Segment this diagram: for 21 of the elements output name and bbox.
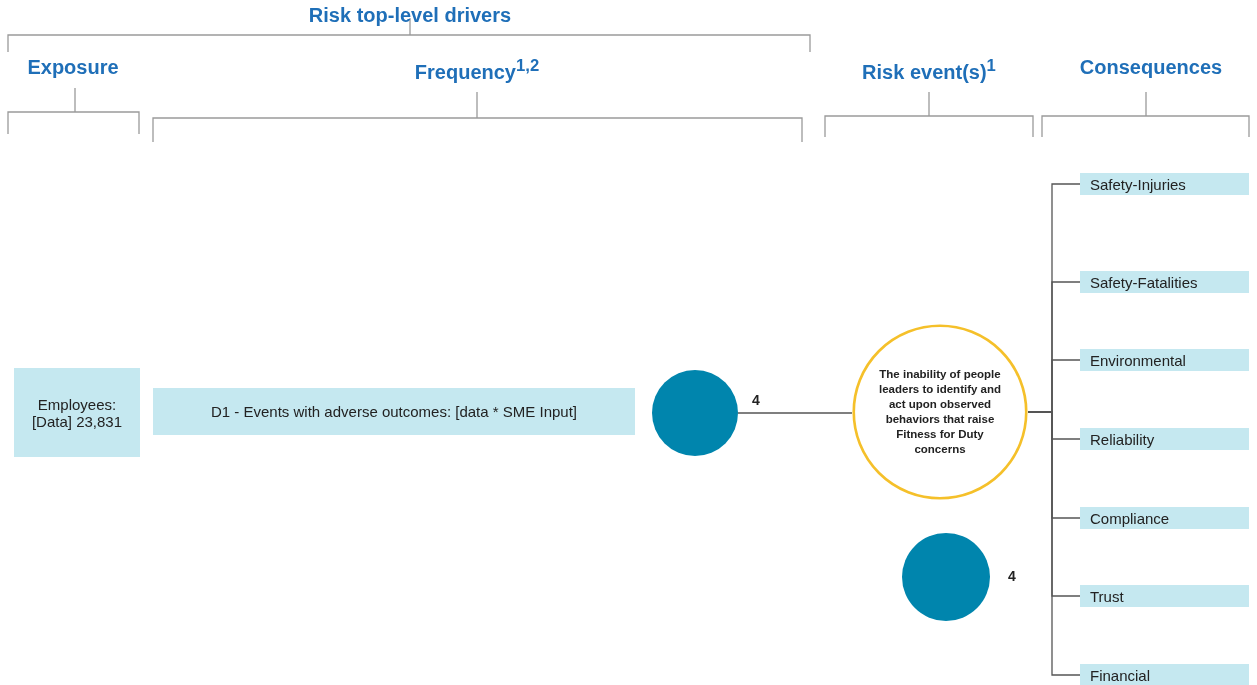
value-label: 4: [1008, 568, 1016, 584]
risk-event-circle: The inability of people leaders to identify and act upon observed behaviors that raise Fitness for Duty concerns: [852, 324, 1028, 500]
circle-marker: [902, 533, 990, 621]
connector-line: [1027, 411, 1081, 676]
column-heading: Frequency$^{1,2}$: [414, 56, 540, 84]
driver-box: D1 - Events with adverse outcomes: [data * SME Input]: [153, 388, 635, 435]
consequence-box: Trust: [1080, 585, 1249, 607]
consequence-box: Safety-Injuries: [1080, 173, 1249, 195]
consequence-box: Reliability: [1080, 428, 1249, 450]
column-heading: Risk event(s)$^{1}$: [862, 56, 996, 84]
circle-marker: [652, 370, 738, 456]
exposure-box: Employees: [Data] 23,831: [14, 368, 140, 457]
consequence-box: Financial: [1080, 664, 1249, 685]
consequence-box: Environmental: [1080, 349, 1249, 371]
column-heading: Exposure: [27, 56, 119, 79]
column-heading: Consequences: [1079, 56, 1223, 79]
consequence-box: Safety-Fatalities: [1080, 271, 1249, 293]
section-heading: Risk top-level drivers: [308, 4, 512, 27]
consequence-box: Compliance: [1080, 507, 1249, 529]
connector-line: [737, 412, 853, 414]
value-label: 4: [752, 392, 760, 408]
